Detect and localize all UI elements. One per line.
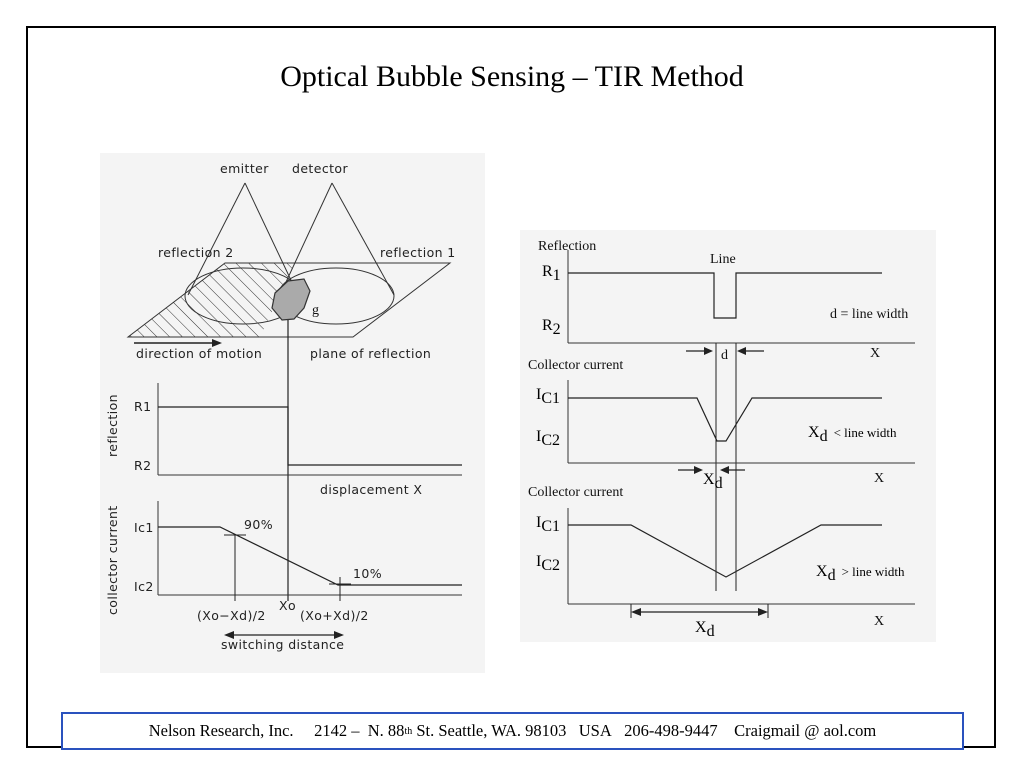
address-superscript: th — [404, 725, 413, 737]
d-label: d — [721, 348, 728, 363]
d-arrowhead-right — [737, 347, 746, 355]
switching-arrow-head-left — [224, 631, 234, 639]
reflection-axis-label: reflection — [105, 394, 120, 457]
emitter-cone-edge-left — [188, 183, 245, 295]
ic1-label-2: IC1 — [536, 514, 560, 535]
right-figure-background — [520, 230, 936, 642]
r1-label: R1 — [542, 263, 561, 284]
ic2-label-1: IC2 — [536, 428, 560, 449]
tir-geometry-figure: emitter detector reflection 2 reflection… — [100, 153, 485, 673]
ic1-label: Ic1 — [134, 520, 154, 535]
pct10-label: 10% — [353, 566, 382, 581]
collector1-curve — [568, 398, 882, 441]
email-address: Craigmail @ aol.com — [734, 721, 877, 740]
x-label-2: X — [874, 471, 884, 486]
detector-cone-edge-right — [332, 183, 394, 295]
address-pre: 2142 – N. 88 — [314, 721, 405, 740]
direction-of-motion-label: direction of motion — [136, 346, 262, 361]
xd-small-arrowhead-right — [720, 466, 729, 474]
reflection-2-label: reflection 2 — [158, 245, 234, 260]
xd-greater-label: Xd> line width — [816, 563, 905, 584]
xd-wide-arrowhead-left — [631, 608, 641, 616]
collector-current-axis-label: collector current — [105, 505, 120, 615]
collector-title-1: Collector current — [528, 358, 623, 373]
x-label-3: X — [874, 614, 884, 629]
xd-less-label: Xd< line width — [808, 424, 897, 445]
reflection-1-label: reflection 1 — [380, 245, 456, 260]
xd-wide-arrowhead-right — [758, 608, 768, 616]
slide-title: Optical Bubble Sensing – TIR Method — [280, 60, 744, 93]
pct90-label: 90% — [244, 517, 273, 532]
r2-label: R2 — [542, 317, 561, 338]
address-post: St. Seattle, WA. 98103 — [412, 721, 567, 740]
collector-current-curve — [158, 527, 462, 585]
r2-label: R2 — [134, 458, 151, 473]
reflection-step-curve — [158, 407, 462, 465]
xo-plus-xd-label: (Xo+Xd)/2 — [300, 608, 369, 623]
collector-title-2: Collector current — [528, 485, 623, 500]
detector-cone-edge-left — [280, 183, 332, 295]
detector-label: detector — [292, 161, 348, 176]
x-label-1: X — [870, 346, 880, 361]
company-name: Nelson Research, Inc. — [148, 721, 294, 740]
ic2-label: Ic2 — [134, 579, 154, 594]
xo-label: Xo — [279, 598, 296, 613]
left-figure-background — [100, 153, 485, 673]
xd-small-label: Xd — [703, 471, 723, 492]
bubble-label: g — [312, 303, 319, 318]
d-equals-line-width-label: d = line width — [830, 307, 908, 322]
phone-number: 206-498-9447 — [624, 721, 718, 740]
line-label: Line — [710, 252, 736, 267]
collector2-curve — [568, 525, 882, 577]
reflection-notch-curve — [568, 273, 882, 318]
d-arrowhead-left — [704, 347, 713, 355]
direction-arrow-head — [212, 339, 222, 347]
country: USA — [578, 721, 612, 740]
switching-arrow-head-right — [334, 631, 344, 639]
xd-wide-label: Xd — [695, 619, 715, 640]
xo-minus-xd-label: (Xo−Xd)/2 — [197, 608, 266, 623]
ic1-label-1: IC1 — [536, 386, 560, 407]
emitter-label: emitter — [220, 161, 269, 176]
plane-of-reflection-label: plane of reflection — [310, 346, 431, 361]
bubble-shape — [272, 279, 310, 320]
displacement-label: displacement X — [320, 482, 422, 497]
plane-of-reflection — [128, 263, 450, 337]
ic2-label-2: IC2 — [536, 553, 560, 574]
switching-distance-label: switching distance — [221, 637, 344, 652]
reflection-title: Reflection — [538, 239, 596, 254]
xd-small-arrowhead-left — [694, 466, 703, 474]
line-width-figure: Reflection Line R1 R2 d = line width X d… — [520, 230, 936, 642]
r1-label: R1 — [134, 399, 151, 414]
hatched-region — [128, 263, 295, 337]
